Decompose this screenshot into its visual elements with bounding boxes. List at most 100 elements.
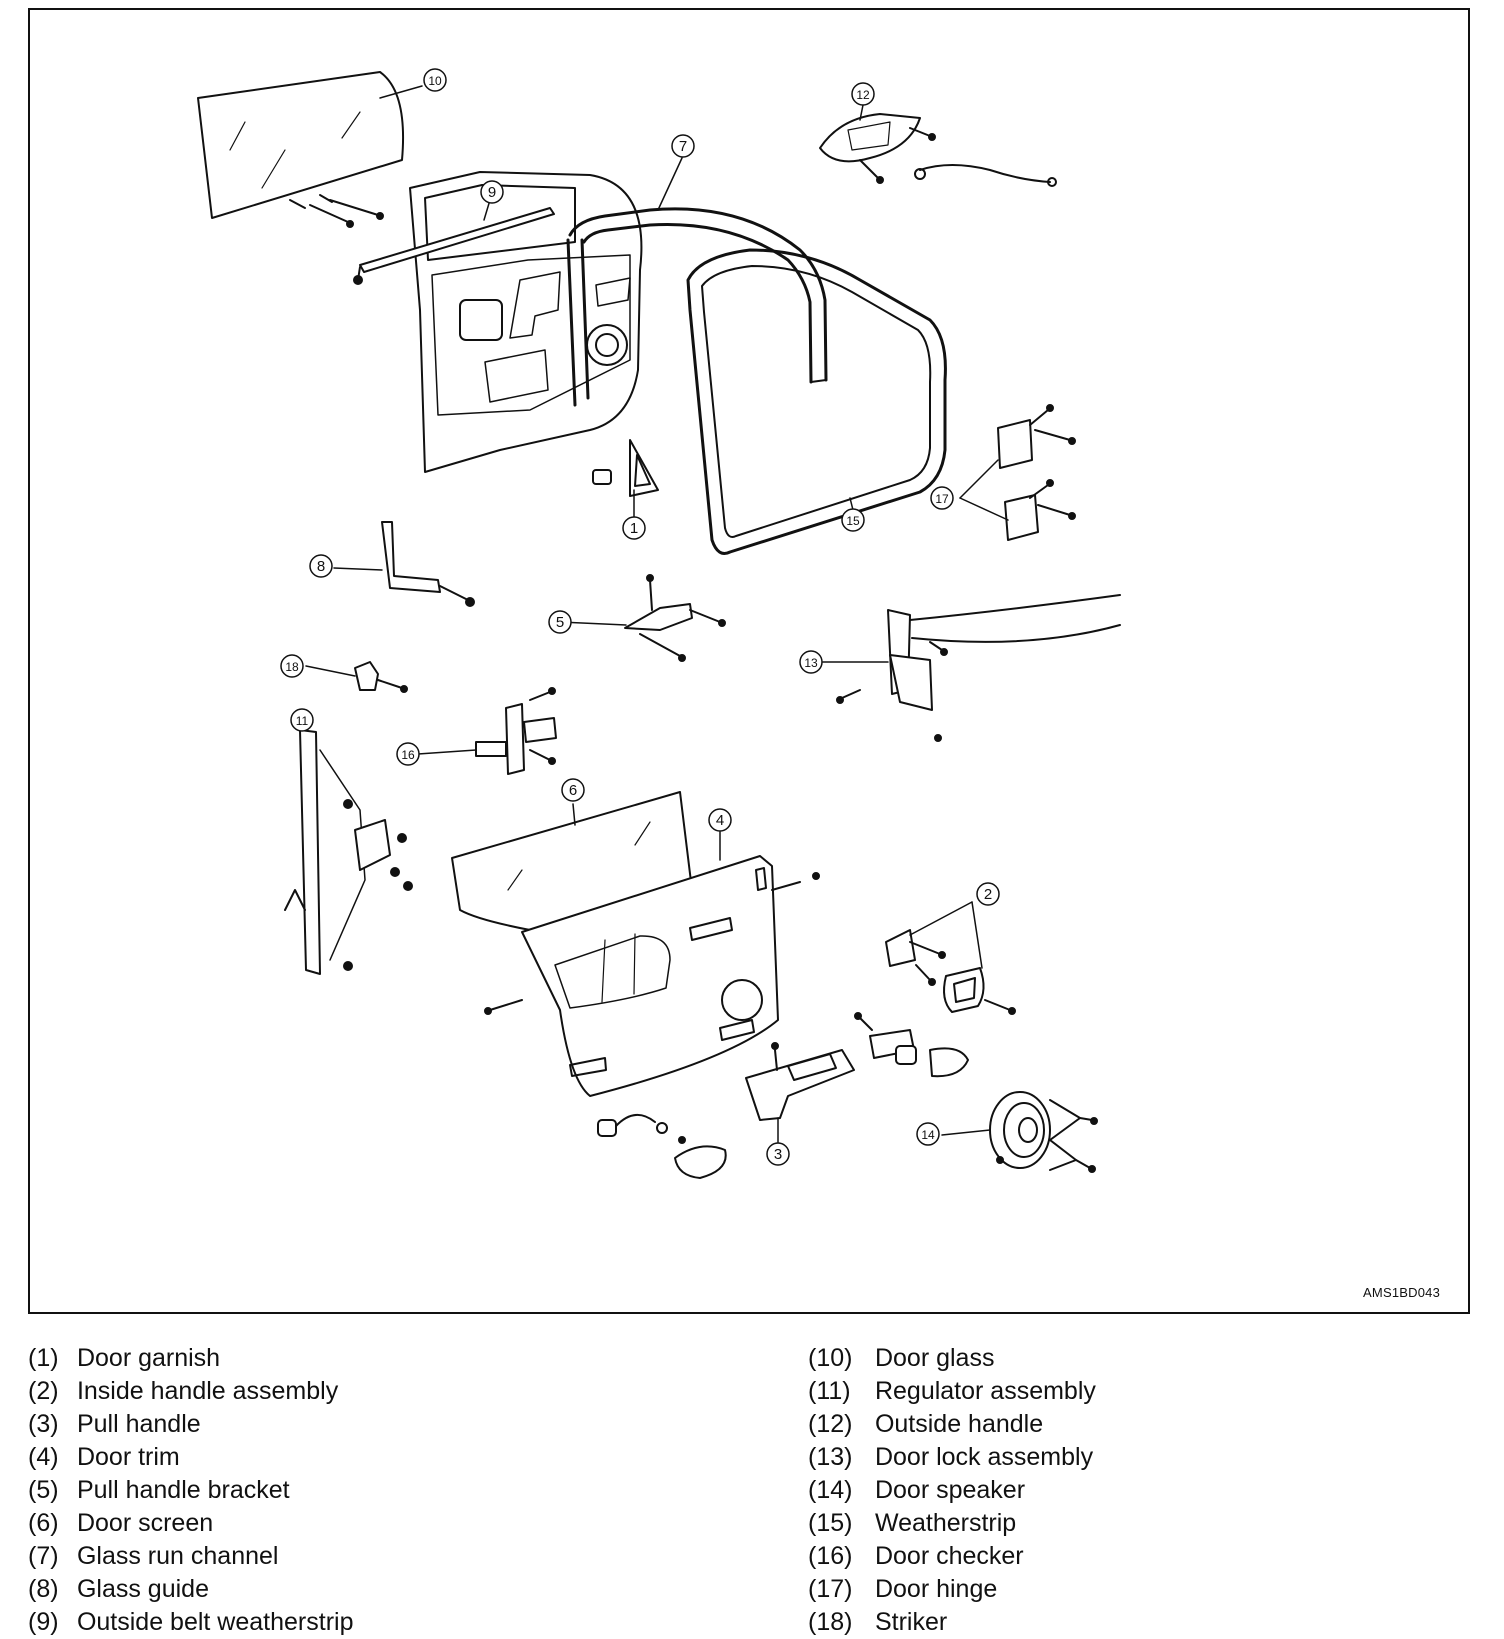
legend-label: Pull handle bracket (76, 1476, 290, 1504)
legend-item: (3) Pull handle (28, 1408, 353, 1441)
regulator-assembly-part (284, 729, 413, 975)
callout-circle (708, 808, 732, 832)
callout-2: 2 (976, 882, 1000, 906)
legend-number: (6) (28, 1509, 59, 1537)
legend-column-left: (1) Door garnish (2) Inside handle assem… (28, 1342, 353, 1639)
callout-number: 14 (921, 1128, 935, 1142)
legend-item: (13) Door lock assembly (808, 1441, 1096, 1474)
callout-8: 8 (309, 554, 333, 578)
legend-item: (16) Door checker (808, 1540, 1096, 1573)
leader-lines (301, 85, 1009, 1143)
callout-number: 17 (935, 492, 949, 506)
callout-15: 15 (841, 508, 865, 532)
legend-number: (16) (808, 1542, 853, 1570)
legend-item: (17) Door hinge (808, 1573, 1096, 1606)
callout-number: 16 (401, 748, 415, 762)
legend-item: (18) Striker (808, 1606, 1096, 1639)
glass-run-channel-part (566, 207, 828, 407)
callout-number: 11 (296, 714, 309, 728)
callout-circle (423, 68, 447, 92)
callout-number: 6 (569, 782, 577, 799)
callout-17: 17 (930, 486, 954, 510)
legend-number: (5) (28, 1476, 59, 1504)
legend-number: (13) (808, 1443, 853, 1471)
legend-item: (11) Regulator assembly (808, 1375, 1096, 1408)
legend-label: Door trim (76, 1443, 180, 1471)
legend-number: (3) (28, 1410, 59, 1438)
callout-circle (548, 610, 572, 634)
courtesy-lamp-part (597, 1114, 727, 1179)
weatherstrip-part (686, 248, 947, 555)
legend-number: (7) (28, 1542, 59, 1570)
legend-label: Striker (874, 1608, 948, 1636)
callout-16: 16 (396, 742, 420, 766)
legend-label: Regulator assembly (874, 1377, 1096, 1405)
callout-circle (309, 554, 333, 578)
callout-number: 5 (556, 614, 564, 631)
legend-label: Outside handle (874, 1410, 1044, 1438)
legend-label: Door garnish (76, 1344, 221, 1372)
legend-item: (2) Inside handle assembly (28, 1375, 353, 1408)
callout-10: 10 (423, 68, 447, 92)
callout-circle (480, 180, 504, 204)
door-speaker-part (989, 1091, 1098, 1173)
legend-label: Door hinge (874, 1575, 998, 1603)
legend-number: (8) (28, 1575, 59, 1603)
inside-handle-assembly-part (885, 929, 1016, 1015)
legend-number: (9) (28, 1608, 59, 1636)
callout-13: 13 (799, 650, 823, 674)
callout-circle (799, 650, 823, 674)
legend-item: (10) Door glass (808, 1342, 1096, 1375)
callout-circle (851, 82, 875, 106)
callout-12: 12 (851, 82, 875, 106)
callout-18: 18 (280, 654, 304, 678)
legend-label: Door glass (874, 1344, 995, 1372)
pull-handle-bracket-part (624, 574, 726, 662)
callout-number: 12 (856, 88, 870, 102)
legend-number: (2) (28, 1377, 59, 1405)
legend-number: (12) (808, 1410, 853, 1438)
callout-4: 4 (708, 808, 732, 832)
legend-number: (1) (28, 1344, 59, 1372)
legend-number: (11) (808, 1377, 851, 1405)
legend-label: Pull handle (76, 1410, 201, 1438)
callout-circle (930, 486, 954, 510)
callout-circle (976, 882, 1000, 906)
legend-item: (4) Door trim (28, 1441, 353, 1474)
legend-label: Weatherstrip (874, 1509, 1017, 1537)
legend-label: Outside belt weatherstrip (76, 1608, 354, 1636)
legend-item: (6) Door screen (28, 1507, 353, 1540)
callout-number: 4 (716, 812, 724, 829)
glass-guide-part (381, 521, 475, 607)
legend-item: (8) Glass guide (28, 1573, 353, 1606)
legend-item: (7) Glass run channel (28, 1540, 353, 1573)
door-garnish-part (592, 439, 659, 497)
callout-circle (622, 516, 646, 540)
legend-column-right: (10) Door glass (11) Regulator assembly … (808, 1342, 1096, 1639)
callout-number: 18 (285, 660, 299, 674)
legend-label: Door checker (874, 1542, 1024, 1570)
legend-item: (1) Door garnish (28, 1342, 353, 1375)
outside-belt-weatherstrip-part (353, 207, 555, 285)
callout-circle (280, 654, 304, 678)
legend-item: (5) Pull handle bracket (28, 1474, 353, 1507)
callout-number: 7 (679, 138, 687, 155)
legend-item: (9) Outside belt weatherstrip (28, 1606, 353, 1639)
callout-number: 3 (774, 1146, 782, 1163)
callout-circle (916, 1122, 940, 1146)
door-lock-assembly-part (836, 594, 1121, 742)
door-screen-part (451, 791, 693, 931)
legend-number: (10) (808, 1344, 853, 1372)
callout-number: 10 (428, 74, 442, 88)
switch-bracket-part (854, 1012, 969, 1078)
callout-number: 2 (984, 886, 992, 903)
legend-label: Glass run channel (76, 1542, 279, 1570)
callout-6: 6 (561, 778, 585, 802)
legend-number: (15) (808, 1509, 853, 1537)
legend-label: Door lock assembly (874, 1443, 1094, 1471)
callout-number: 1 (630, 520, 638, 537)
callout-3: 3 (766, 1142, 790, 1166)
